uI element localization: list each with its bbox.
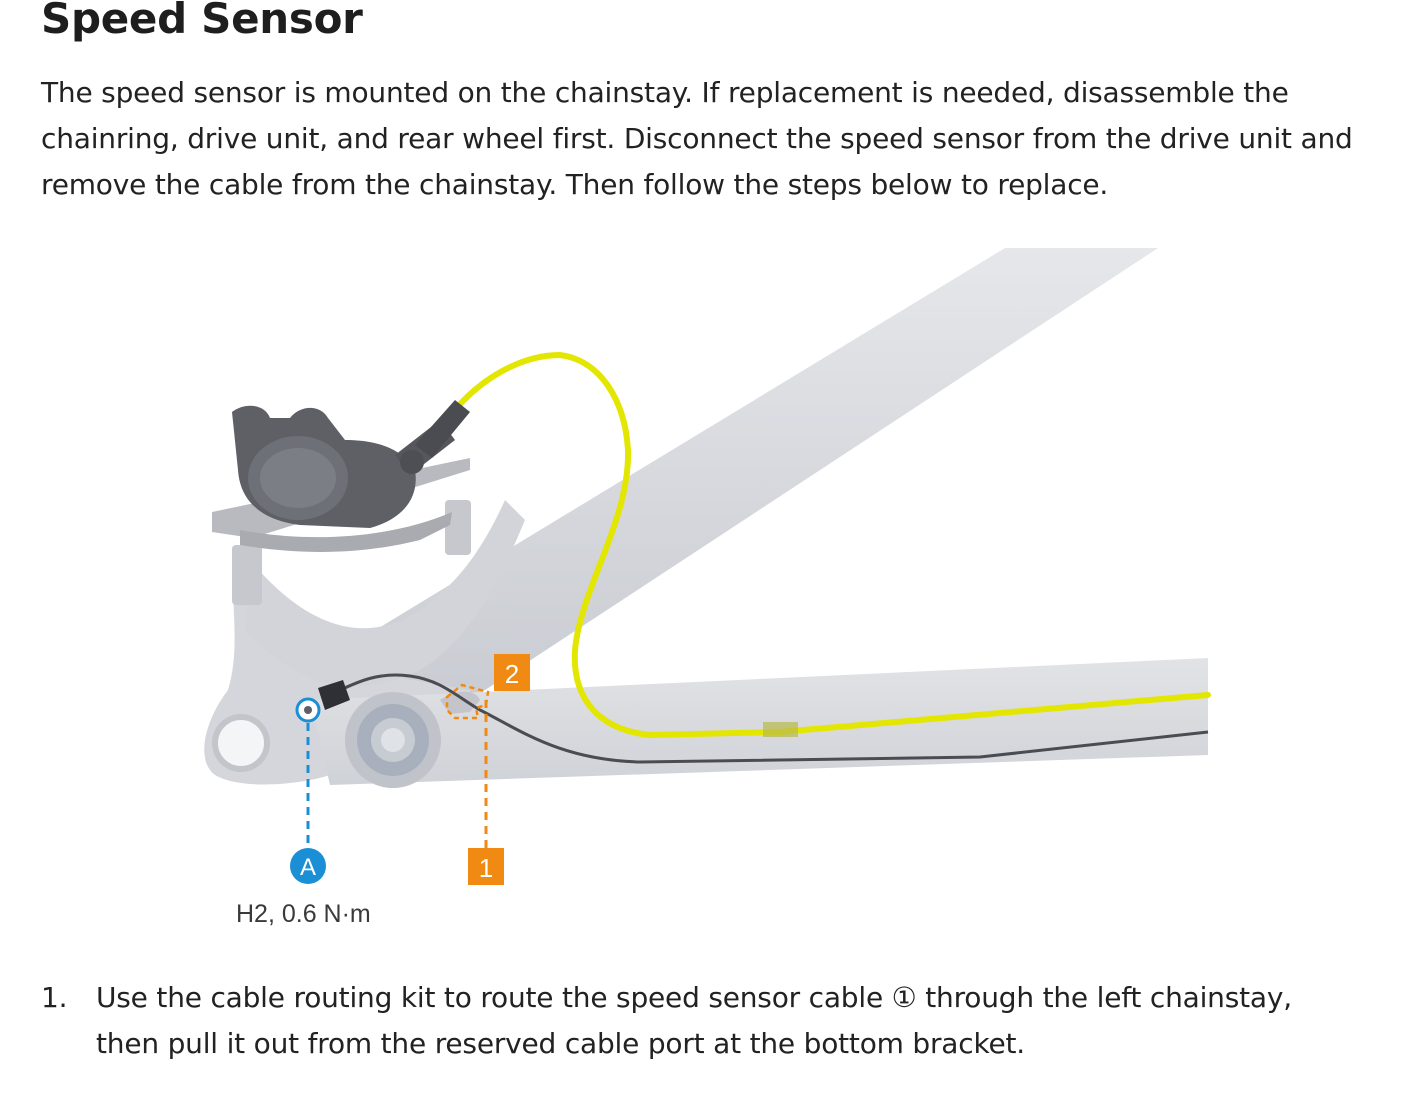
mount-boss-left xyxy=(232,545,262,605)
pivot-bearing xyxy=(345,692,441,788)
speed-sensor-cable xyxy=(329,673,1209,764)
callout-2-text: 2 xyxy=(505,659,519,689)
brake-mount-arm xyxy=(245,500,525,687)
callout-1-badge xyxy=(468,848,504,885)
steps-list: 1. Use the cable routing kit to route th… xyxy=(41,975,1361,1067)
step-text: Use the cable routing kit to route the s… xyxy=(96,981,1292,1060)
mount-boss-right xyxy=(445,500,471,555)
callout-a-badge xyxy=(290,848,326,884)
callout-1-text: 1 xyxy=(479,853,493,883)
speed-sensor xyxy=(318,680,350,710)
brake-caliper xyxy=(232,405,455,528)
speed-sensor-diagram: A 1 2 xyxy=(0,230,1406,940)
cable-port xyxy=(440,691,480,714)
axle-hole xyxy=(212,714,270,772)
callout-a-text: A xyxy=(300,854,316,881)
step-number: 1. xyxy=(41,981,68,1014)
intro-paragraph: The speed sensor is mounted on the chain… xyxy=(41,76,1353,201)
torque-spec-label: H2, 0.6 N·m xyxy=(236,900,371,928)
step-item: 1. Use the cable routing kit to route th… xyxy=(41,975,1361,1067)
chainstay-tube xyxy=(310,658,1208,785)
brake-hose-yellow xyxy=(452,351,1211,739)
page-title: Speed Sensor xyxy=(41,0,363,43)
cable-port-outline xyxy=(445,683,490,720)
callout-2-badge xyxy=(494,654,530,691)
